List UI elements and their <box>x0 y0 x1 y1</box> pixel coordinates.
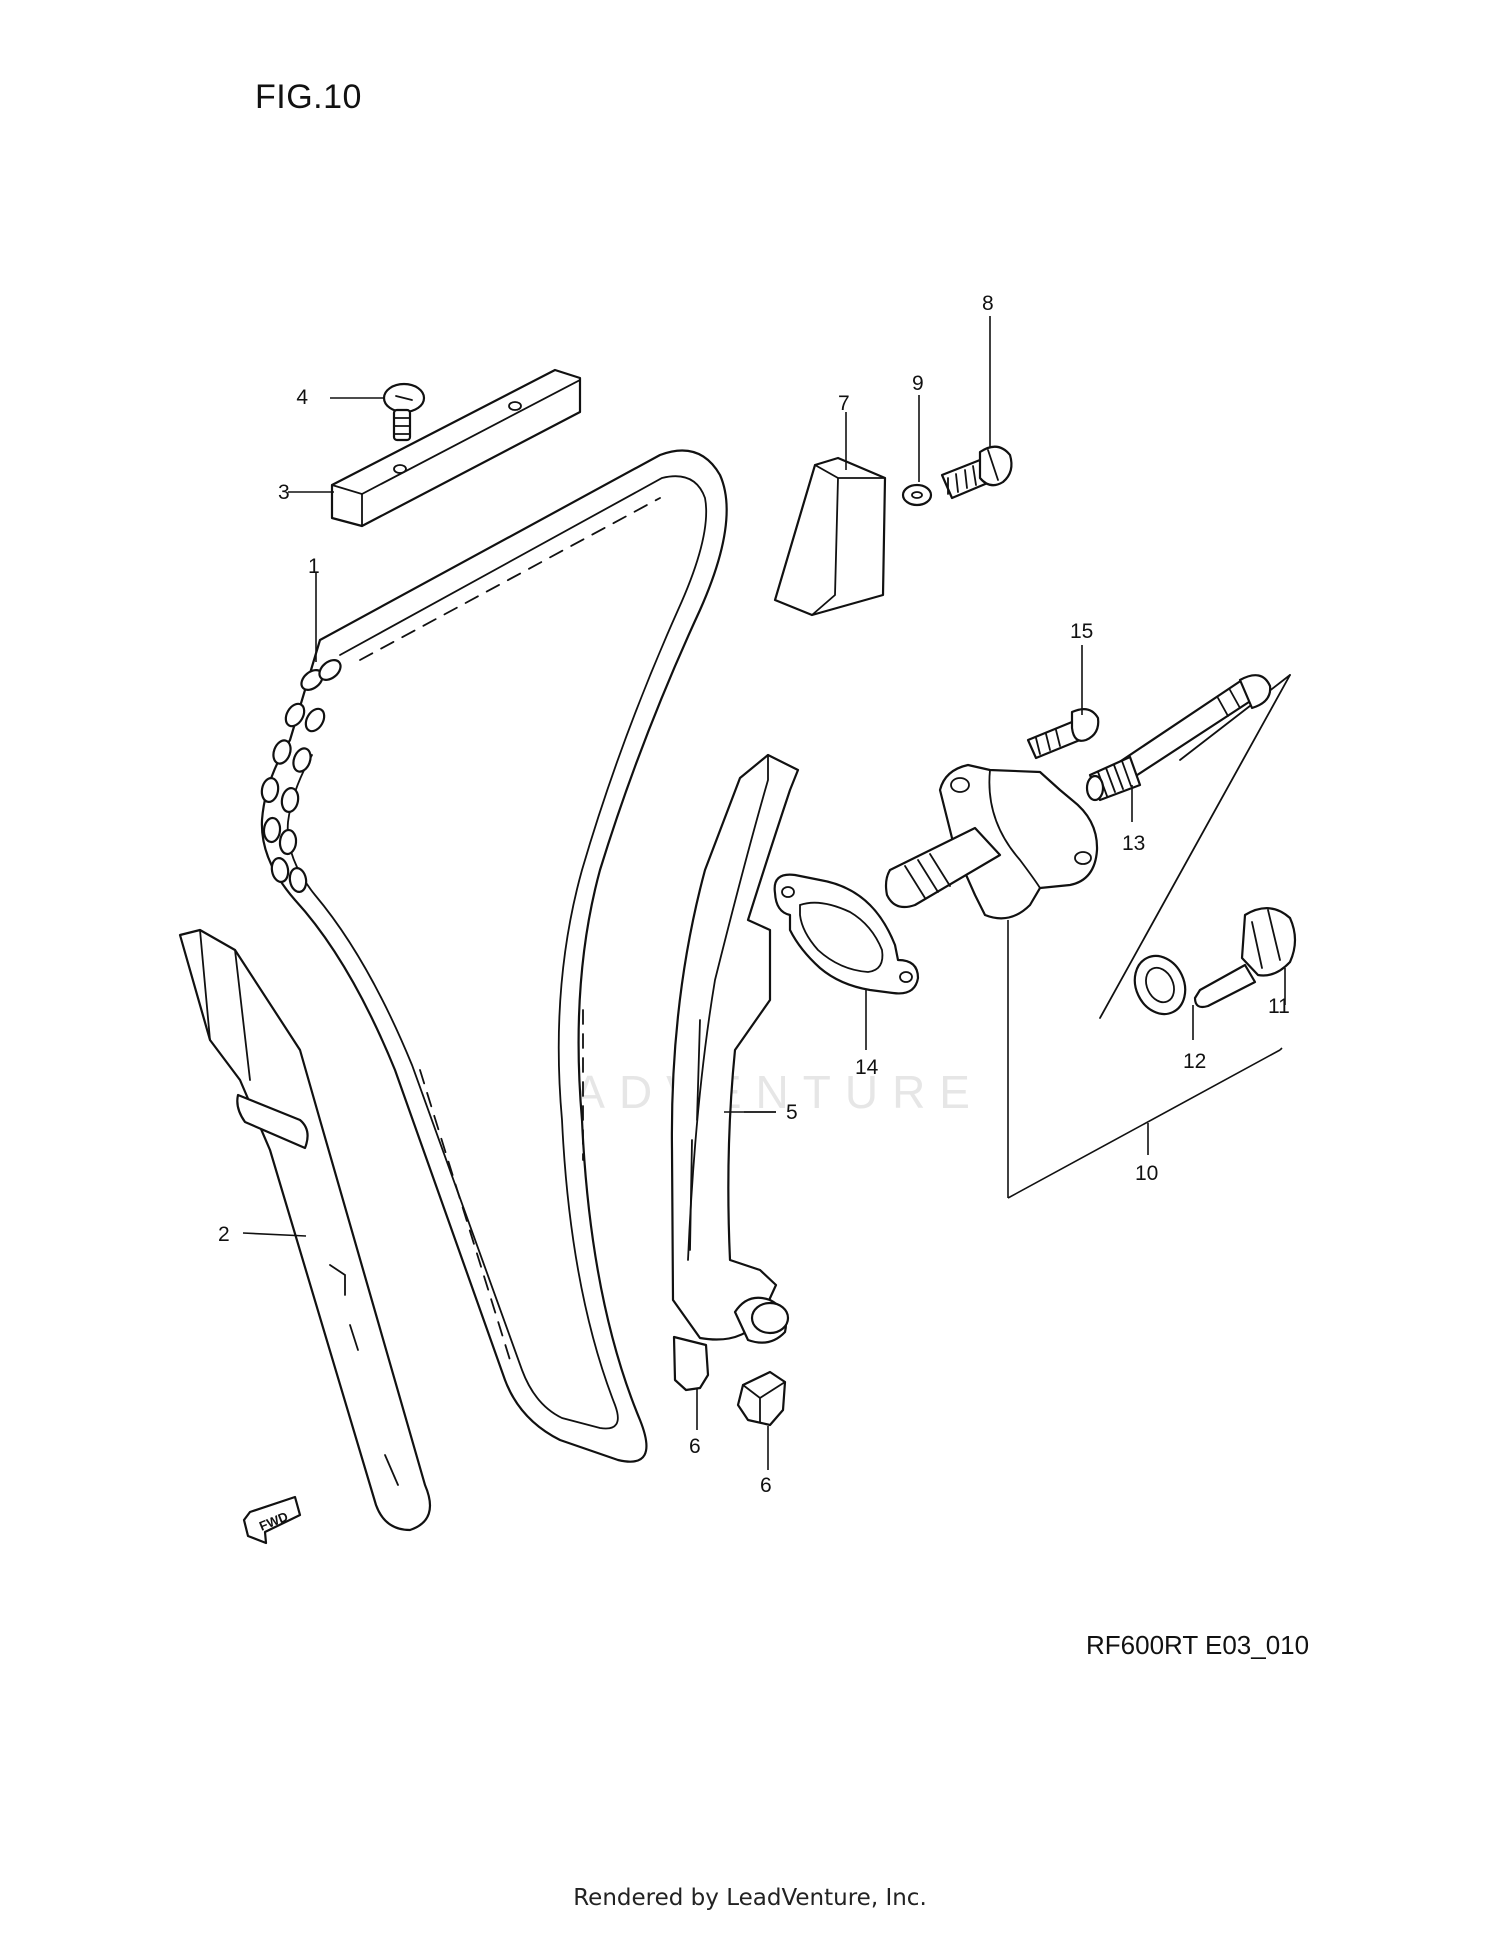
callout-2: 2 <box>218 1223 230 1246</box>
callout-11: 11 <box>1268 995 1290 1018</box>
callout-leader-lines <box>242 316 1286 1470</box>
callout-13: 13 <box>1122 832 1145 855</box>
callout-14: 14 <box>855 1056 879 1079</box>
part-15-bolt <box>1026 707 1100 760</box>
part-7-damper-block <box>773 456 887 617</box>
part-5-tensioner-guide <box>670 753 800 1344</box>
part-2-chain-guide <box>178 928 432 1532</box>
callout-9: 9 <box>912 372 924 395</box>
callout-8: 8 <box>982 292 994 315</box>
part-9-washer <box>901 483 933 507</box>
part-1-cam-chain <box>260 449 728 1463</box>
callout-4: 4 <box>296 386 308 409</box>
callout-6-b: 6 <box>760 1474 772 1497</box>
callout-3: 3 <box>278 481 290 504</box>
callout-7: 7 <box>838 392 850 415</box>
callout-12: 12 <box>1183 1050 1206 1073</box>
part-10-tensioner-assembly <box>884 674 1291 1019</box>
figure-title: FIG.10 <box>255 78 362 116</box>
part-14-gasket <box>773 873 920 995</box>
callout-15: 15 <box>1070 620 1093 643</box>
part-3-top-guide <box>330 368 582 528</box>
part-8-bolt <box>940 445 1013 500</box>
part-11-cap-bolt <box>1193 907 1297 1009</box>
part-4-screw <box>382 382 426 442</box>
callout-10: 10 <box>1135 1162 1158 1185</box>
forward-direction-arrow: FWD <box>242 1495 302 1545</box>
callout-labels: 4 3 1 2 5 6 6 7 8 9 10 11 12 13 14 15 <box>218 292 1290 1497</box>
callout-1: 1 <box>308 555 320 578</box>
part-6-damper-b <box>736 1370 787 1427</box>
callout-6-a: 6 <box>689 1435 701 1458</box>
part-13-spring <box>1085 755 1142 802</box>
diagram-reference-code: RF600RT E03_010 <box>1086 1630 1310 1660</box>
part-12-washer <box>1133 954 1187 1016</box>
render-credit-footer: Rendered by LeadVenture, Inc. <box>573 1885 927 1911</box>
part-6-damper-a <box>672 1335 710 1392</box>
callout-5: 5 <box>786 1101 798 1124</box>
